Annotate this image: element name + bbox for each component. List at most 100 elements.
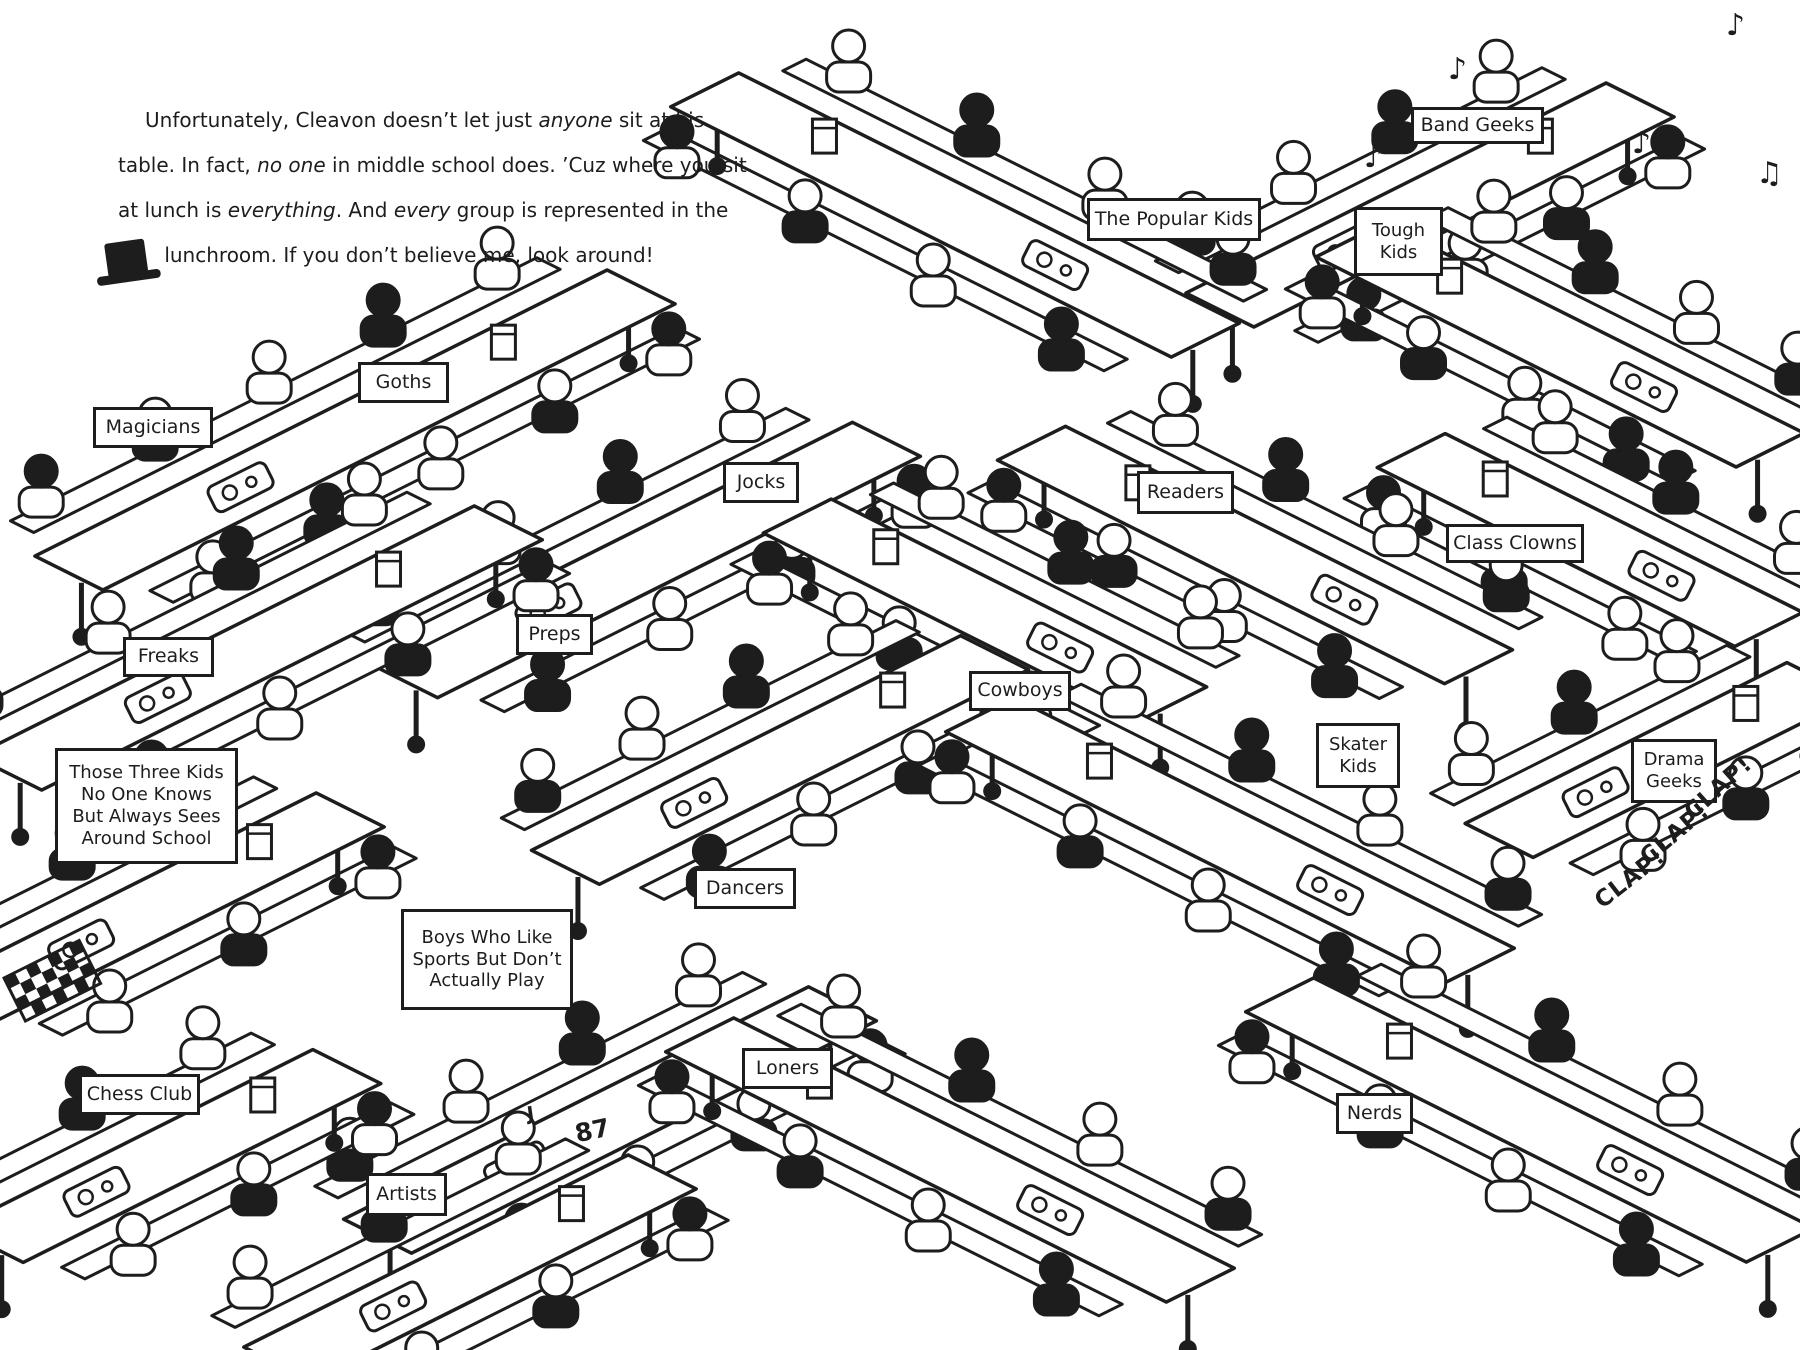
lunch-tray-icon	[1310, 573, 1379, 626]
kid-torso	[1184, 899, 1232, 933]
kid-head	[1556, 669, 1592, 705]
kid-head	[681, 942, 717, 978]
kid-head	[787, 178, 823, 214]
kid-head	[1406, 933, 1442, 969]
lunch-bag-icon	[1385, 1022, 1413, 1060]
group-label-band-geeks: Band Geeks	[1411, 107, 1544, 144]
tray	[206, 461, 275, 514]
lunch-tray-icon	[660, 776, 729, 829]
lunch-bag-icon	[1085, 742, 1113, 780]
kid-head	[365, 282, 401, 318]
kid-head	[602, 439, 638, 475]
lunch-tray-icon	[1016, 1184, 1085, 1236]
food	[1600, 780, 1613, 794]
kid-torso	[1176, 616, 1224, 650]
tray	[1026, 621, 1095, 674]
cafeteria-table	[636, 973, 1264, 1350]
kid-head	[1780, 330, 1800, 366]
tray	[1310, 573, 1379, 626]
group-label-readers: Readers	[1137, 471, 1234, 514]
kid-head	[954, 1037, 990, 1073]
kid-torso	[1672, 311, 1720, 345]
kid-head	[1304, 264, 1340, 300]
kid-head	[262, 675, 298, 711]
kid-torso	[212, 557, 260, 591]
hat-brim	[97, 268, 161, 286]
kid-head	[185, 1005, 221, 1041]
kid-torso	[776, 1155, 824, 1189]
kid-head	[1038, 1251, 1074, 1287]
kid-torso	[340, 493, 388, 527]
food	[1059, 264, 1073, 277]
kid-head	[1662, 1061, 1698, 1097]
kid-head	[346, 461, 382, 497]
lunch-bag-body	[557, 1185, 585, 1223]
music-note-icon: ♪	[1448, 52, 1468, 87]
kid-torso	[531, 400, 579, 434]
lunch-bag-icon	[872, 528, 900, 566]
kid-torso	[1400, 965, 1448, 999]
kid-torso	[494, 1142, 542, 1176]
group-label-artists: Artists	[366, 1173, 447, 1216]
narration-line: Unfortunately, Cleavon doesn’t let just …	[145, 108, 705, 132]
kid-head	[1377, 89, 1413, 125]
bench	[1356, 962, 1800, 1199]
kid-head	[226, 901, 262, 937]
kid-torso	[928, 771, 976, 805]
kid-head	[518, 547, 554, 583]
kid-head	[796, 781, 832, 817]
kid-head	[309, 482, 345, 518]
plate	[675, 800, 692, 817]
lunch-bag-body	[1385, 1022, 1413, 1060]
kid-torso	[909, 274, 957, 308]
cafeteria-table	[916, 653, 1544, 1038]
group-label-popular-kids: The Popular Kids	[1087, 198, 1261, 241]
kid-torso	[1400, 347, 1448, 381]
kid-head	[1478, 38, 1514, 74]
bench	[313, 970, 768, 1200]
kid-head	[900, 729, 936, 765]
kid-torso	[1032, 1283, 1080, 1317]
kid-torso	[1531, 421, 1579, 455]
caster-wheel	[1283, 1062, 1302, 1081]
food	[162, 686, 175, 699]
kid-head	[390, 611, 426, 647]
group-label-magicians: Magicians	[93, 407, 213, 448]
lunch-bag-body	[245, 823, 273, 861]
kid-head	[357, 1091, 393, 1127]
kid-head	[910, 1187, 946, 1223]
kid-torso	[256, 707, 304, 741]
kid-head	[1537, 389, 1573, 425]
lunch-bag-body	[1085, 742, 1113, 780]
tray	[1596, 1144, 1665, 1196]
kid-torso	[825, 60, 873, 94]
chessboard-square	[57, 972, 74, 989]
kid-torso	[524, 679, 572, 713]
plate	[1041, 633, 1058, 651]
caster-wheel	[1618, 167, 1637, 186]
cafeteria-table	[210, 1110, 730, 1350]
group-label-tough-kids: Tough Kids	[1354, 207, 1443, 276]
caster-wheel	[0, 1300, 11, 1319]
kid-head	[500, 1110, 536, 1146]
kid-torso	[1209, 252, 1257, 286]
tray	[1627, 549, 1696, 602]
kid-torso	[1482, 579, 1530, 613]
kid-head	[1507, 365, 1543, 401]
tray	[1561, 766, 1630, 819]
food	[100, 1180, 114, 1193]
lunch-bag-body	[879, 671, 907, 709]
food	[698, 791, 712, 804]
kid-head	[1650, 124, 1686, 160]
lunch-bag-body	[375, 550, 403, 588]
kid-head	[1659, 618, 1695, 654]
kid-head	[724, 377, 760, 413]
kid-torso	[1090, 554, 1138, 588]
bench	[499, 619, 921, 832]
kid-head	[1728, 755, 1764, 791]
kid-torso	[1356, 813, 1404, 847]
kid-torso	[1652, 481, 1700, 515]
caster-wheel	[800, 583, 819, 602]
